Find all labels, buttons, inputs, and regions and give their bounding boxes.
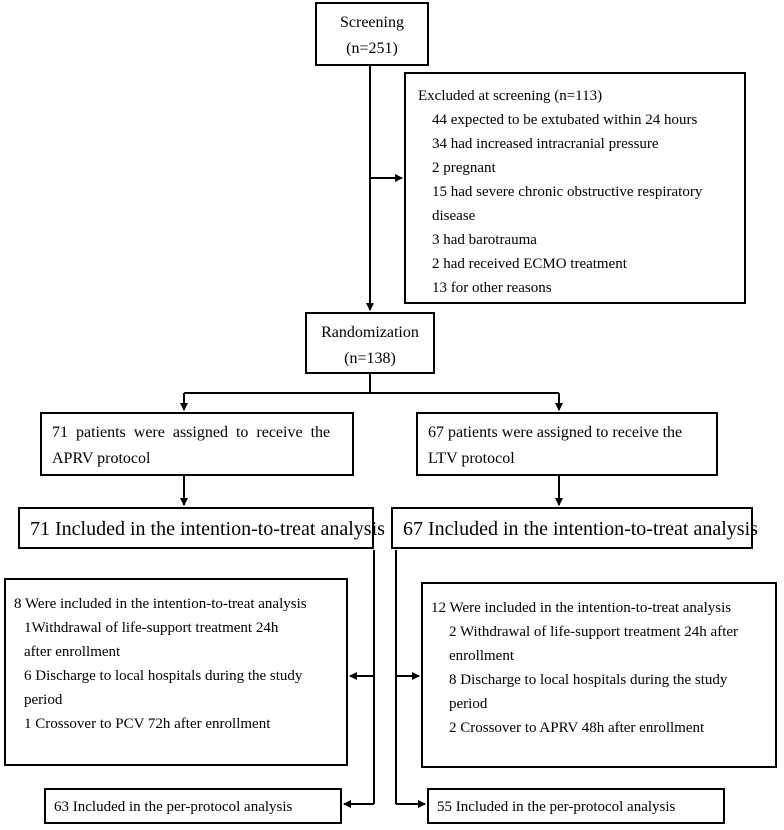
screening-box: Screening (n=251) — [315, 2, 429, 66]
randomization-title: Randomization — [321, 324, 419, 341]
left-assigned-line: APRV protocol — [52, 450, 151, 467]
left-assigned-line: 71 patients were assigned to receive the — [52, 424, 331, 441]
excluded-item: 34 had increased intracranial pressure — [432, 136, 659, 152]
right-excluded-item: period — [449, 696, 488, 712]
excluded-title: Excluded at screening (n=113) — [418, 88, 603, 104]
right-itt-text: 67 Included in the intention-to-treat an… — [403, 518, 758, 540]
randomization-box: Randomization (n=138) — [305, 312, 435, 374]
left-pp-box: 63 Included in the per-protocol analysis — [44, 788, 342, 824]
left-excluded-item: after enrollment — [24, 644, 121, 660]
left-excluded-box: 8 Were included in the intention-to-trea… — [4, 578, 348, 766]
left-excluded-item: period — [24, 692, 63, 708]
right-excluded-item: enrollment — [449, 648, 514, 664]
left-itt-text: 71 Included in the intention-to-treat an… — [30, 518, 385, 540]
screening-title: Screening — [340, 14, 404, 31]
left-pp-text: 63 Included in the per-protocol analysis — [54, 799, 293, 815]
right-assigned-box: 67 patients were assigned to receive the… — [416, 412, 718, 476]
randomization-count: (n=138) — [344, 350, 396, 367]
excluded-item: 13 for other reasons — [432, 280, 552, 296]
excluded-item: 3 had barotrauma — [432, 232, 537, 248]
left-excluded-title: 8 Were included in the intention-to-trea… — [14, 596, 307, 612]
right-itt-box: 67 Included in the intention-to-treat an… — [391, 507, 758, 549]
right-excluded-item: 2 Withdrawal of life-support treatment 2… — [449, 624, 739, 640]
excluded-item: disease — [432, 208, 476, 224]
right-assigned-line: 67 patients were assigned to receive the — [428, 424, 683, 441]
right-excluded-title: 12 Were included in the intention-to-tre… — [431, 600, 732, 616]
left-assigned-box: 71 patients were assigned to receive the… — [40, 412, 354, 476]
screening-count: (n=251) — [346, 40, 398, 57]
excluded-item: 44 expected to be extubated within 24 ho… — [432, 112, 698, 128]
left-excluded-item: 6 Discharge to local hospitals during th… — [24, 668, 303, 684]
right-pp-text: 55 Included in the per-protocol analysis — [437, 799, 676, 815]
excluded-item: 15 had severe chronic obstructive respir… — [432, 184, 703, 200]
right-excluded-item: 2 Crossover to APRV 48h after enrollment — [449, 720, 705, 736]
right-excluded-item: 8 Discharge to local hospitals during th… — [449, 672, 728, 688]
right-excluded-box: 12 Were included in the intention-to-tre… — [421, 582, 777, 768]
left-excluded-item: 1Withdrawal of life-support treatment 24… — [24, 620, 279, 636]
left-excluded-item: 1 Crossover to PCV 72h after enrollment — [24, 716, 271, 732]
excluded-item: 2 had received ECMO treatment — [432, 256, 627, 272]
left-itt-box: 71 Included in the intention-to-treat an… — [18, 507, 385, 549]
right-assigned-line: LTV protocol — [428, 450, 515, 467]
right-pp-box: 55 Included in the per-protocol analysis — [427, 788, 725, 824]
excluded-item: 2 pregnant — [432, 160, 496, 176]
excluded-box: Excluded at screening (n=113) 44 expecte… — [404, 72, 746, 304]
